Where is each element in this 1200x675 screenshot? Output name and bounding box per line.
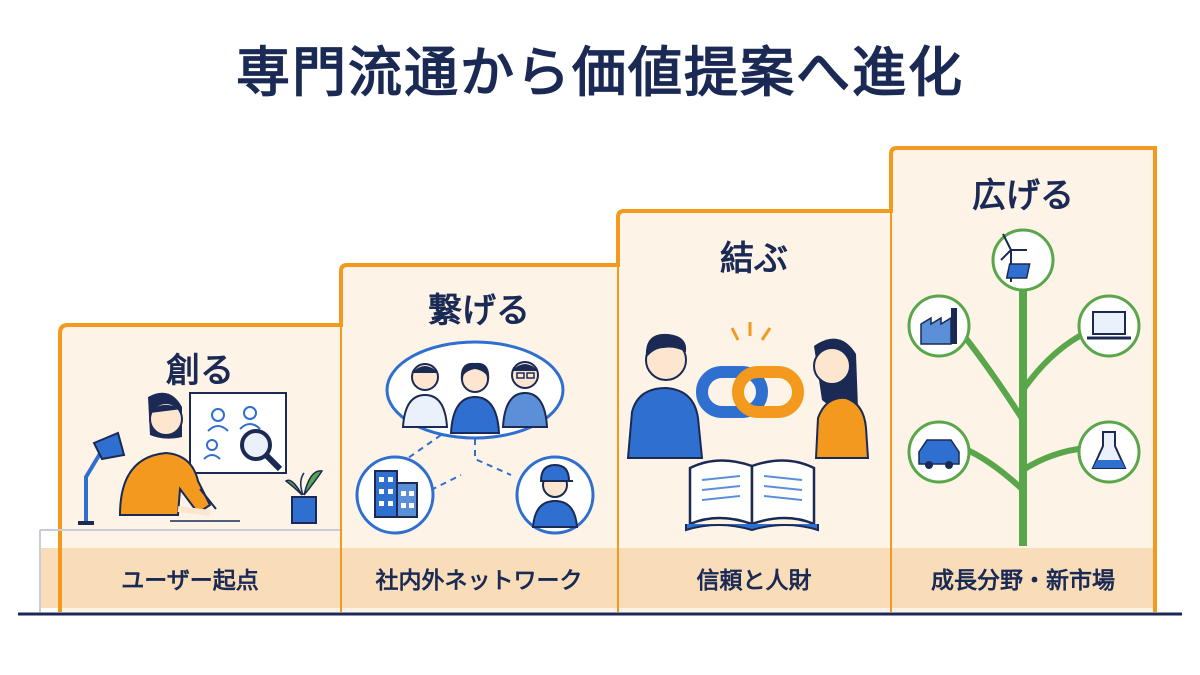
growth-tree-illustration <box>907 228 1141 546</box>
desk-lamp-icon <box>78 431 126 525</box>
buildings-icon <box>355 455 435 535</box>
woman-avatar-right <box>813 338 870 459</box>
trust-illustration <box>626 322 870 532</box>
factory-icon <box>907 294 971 358</box>
step-connect-title: 繋げる <box>428 291 530 331</box>
man-avatar <box>626 333 704 459</box>
plant-icon <box>284 470 324 524</box>
label-growth-markets: 成長分野・新市場 <box>891 548 1155 608</box>
label-user-origin: ユーザー起点 <box>40 548 340 608</box>
wind-solar-icon <box>991 228 1055 292</box>
step-expand-title: 広げる <box>972 176 1074 216</box>
screen-search-icon <box>189 392 287 474</box>
car-icon <box>907 420 971 484</box>
label-trust-talent: 信頼と人財 <box>618 548 890 608</box>
page-title: 専門流通から価値提案へ進化 <box>236 41 964 104</box>
woman-avatar <box>118 392 217 516</box>
user-research-illustration <box>78 392 324 525</box>
chain-link-icon <box>696 322 804 418</box>
label-network: 社内外ネットワーク <box>341 548 617 608</box>
network-illustration <box>355 340 595 535</box>
laptop-icon <box>1077 294 1141 358</box>
step-create-title: 創る <box>166 351 234 391</box>
step-bind-title: 結ぶ <box>720 239 788 279</box>
open-book-icon <box>685 459 819 532</box>
worker-icon <box>515 455 595 535</box>
flask-icon <box>1077 420 1141 484</box>
